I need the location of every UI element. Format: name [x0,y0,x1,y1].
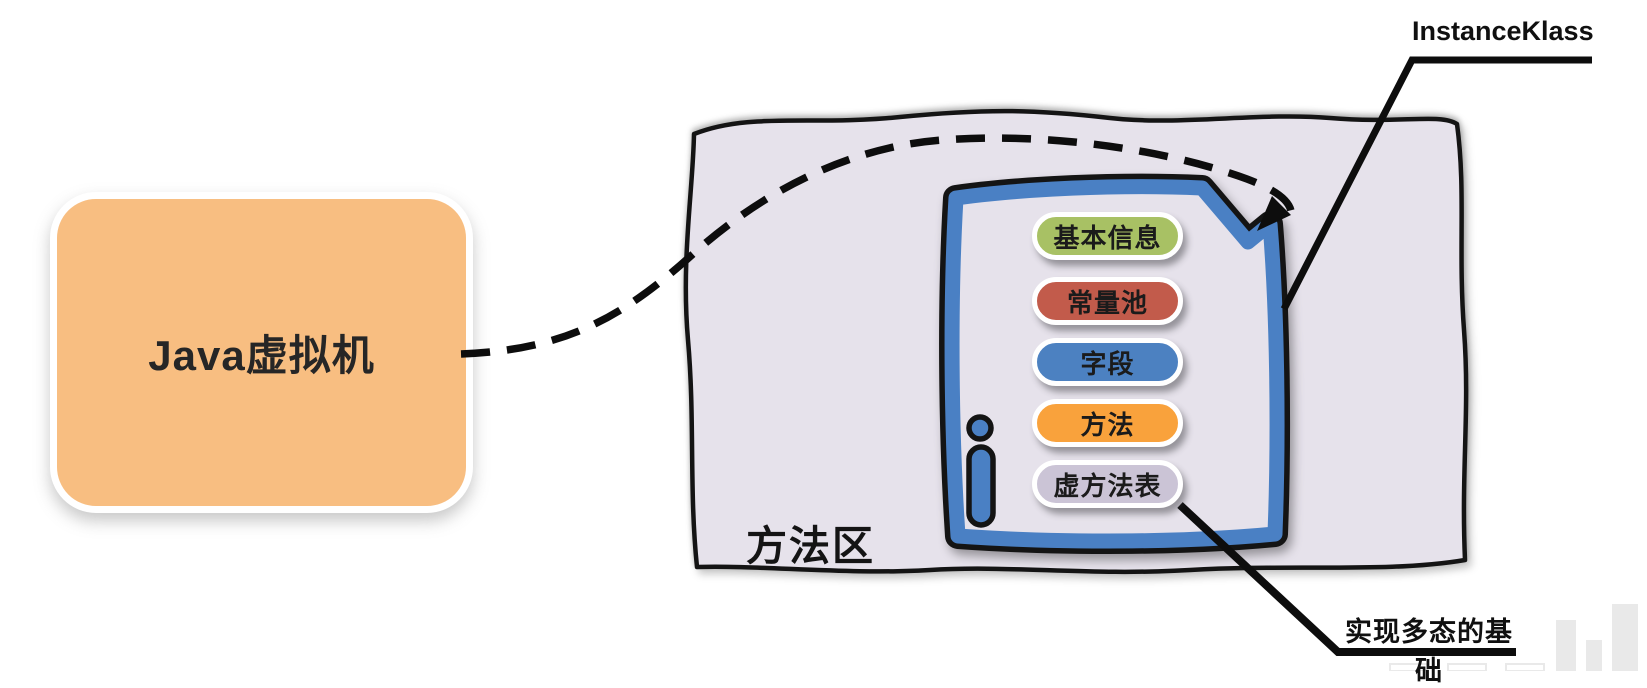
pill-constant-pool: 常量池 [1032,277,1183,325]
pill-basic-info: 基本信息 [1032,212,1183,260]
jvm-to-instanceklass-arrow [460,134,1296,358]
instanceklass-label: InstanceKlass [1412,16,1594,46]
pill-basic-info-label: 基本信息 [1053,222,1162,253]
jvm-box-label: Java虚拟机 [148,332,375,379]
pill-methods: 方法 [1032,399,1183,447]
pill-methods-label: 方法 [1080,409,1135,440]
jvm-method-area-diagram: { "jvm_box": { "label": "Java虚拟机", "fill… [50,16,1638,686]
jvm-box: Java虚拟机 [50,192,473,513]
pill-fields-label: 字段 [1080,348,1135,379]
pill-vtable: 虚方法表 [1032,460,1183,508]
instanceklass-callout-line [1280,56,1592,311]
pill-fields: 字段 [1032,338,1183,386]
polymorphism-note-label: 实现多态的基础 [1345,617,1513,686]
pill-vtable-label: 虚方法表 [1053,470,1162,501]
method-area-label: 方法区 [746,523,875,569]
info-icon-dot [966,414,994,442]
arrowhead [1257,196,1291,231]
watermark [1389,604,1638,671]
info-icon [966,414,996,528]
pill-constant-pool-label: 常量池 [1066,287,1148,318]
info-icon-bar [966,444,996,528]
vtable-callout-line [1177,502,1516,656]
